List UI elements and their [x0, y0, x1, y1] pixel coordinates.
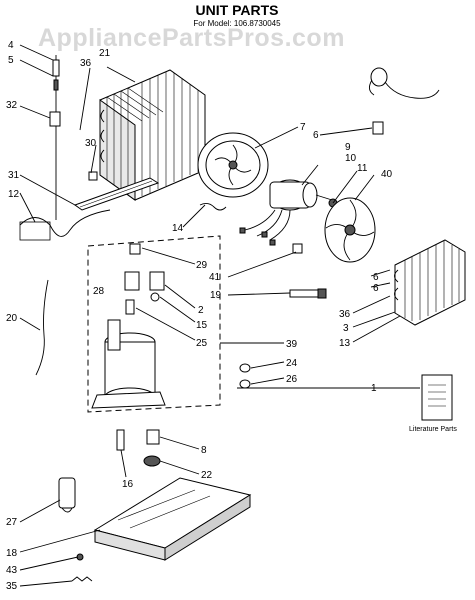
fan-motor-part[interactable]: [239, 179, 333, 246]
callout-20: 20: [6, 313, 18, 324]
evaporator-coil-part[interactable]: [99, 69, 206, 201]
literature-parts-label: Literature Parts: [409, 426, 457, 433]
mount-washer-part[interactable]: [239, 363, 251, 373]
callout-18: 18: [6, 548, 18, 559]
leader-lines: [19, 44, 420, 587]
callout-24: 24: [286, 358, 298, 369]
suction-line-outline: [19, 221, 51, 241]
motor-mount-part[interactable]: [292, 243, 303, 254]
overload-part[interactable]: [129, 243, 141, 255]
callout-41: 41: [209, 272, 221, 283]
clip-part[interactable]: [71, 576, 93, 582]
callout-22: 22: [201, 470, 213, 481]
callout-32: 32: [6, 100, 18, 111]
capacitor-strap-part[interactable]: [289, 288, 327, 299]
relay-part[interactable]: [124, 271, 140, 291]
callout-14: 14: [172, 223, 184, 234]
callout-35: 35: [6, 581, 18, 592]
watermark: AppliancePartsPros.com: [38, 24, 345, 52]
capillary-tube-part[interactable]: [49, 55, 61, 220]
power-cord-part[interactable]: [35, 279, 49, 376]
callout-2: 2: [198, 305, 204, 316]
callout-43: 43: [6, 565, 18, 576]
coil-clip-part[interactable]: [88, 171, 98, 181]
spacer-part[interactable]: [116, 429, 125, 451]
condenser-coil-part[interactable]: [394, 239, 466, 326]
blower-wheel-part[interactable]: [197, 132, 269, 198]
callout-29: 29: [196, 260, 208, 271]
grommet-part[interactable]: [150, 292, 160, 302]
mount-sleeve-part[interactable]: [146, 429, 160, 445]
condenser-fan-blade-part[interactable]: [324, 197, 376, 263]
callout-1: 1: [371, 383, 377, 394]
drain-strip-part[interactable]: [73, 177, 160, 211]
page-title: UNIT PARTS: [196, 2, 279, 18]
wire-clip-part[interactable]: [199, 202, 227, 211]
suction-line-part[interactable]: [19, 209, 111, 237]
callout-10: 10: [345, 153, 357, 164]
callout-31: 31: [8, 170, 20, 181]
callout-25: 25: [196, 338, 208, 349]
callout-26: 26: [286, 374, 298, 385]
callout-21: 21: [99, 48, 111, 59]
callout-3: 3: [343, 323, 349, 334]
callout-36-right: 36: [339, 309, 351, 320]
callout-6-top: 6: [313, 130, 319, 141]
mount-nut-part[interactable]: [239, 379, 251, 389]
terminal-cover-part[interactable]: [149, 271, 165, 291]
bracket-part[interactable]: [372, 121, 384, 135]
callout-12: 12: [8, 189, 20, 200]
callout-6-right: 6: [373, 272, 379, 283]
callout-16: 16: [122, 479, 134, 490]
mount-grommet-part[interactable]: [143, 455, 161, 467]
callout-7: 7: [300, 122, 306, 133]
copper-tube-part[interactable]: [369, 67, 440, 99]
callout-28: 28: [93, 286, 105, 297]
callout-4: 4: [8, 40, 14, 51]
model-subtitle: For Model: 106.8730045: [193, 19, 281, 28]
cover-bracket-part[interactable]: [125, 299, 135, 315]
compressor-assembly-boundary: [87, 235, 221, 413]
callout-13: 13: [339, 338, 351, 349]
callout-5: 5: [8, 55, 14, 66]
callout-36-top: 36: [80, 58, 92, 69]
drain-pan-part[interactable]: [58, 477, 76, 513]
compressor-part[interactable]: [91, 319, 166, 409]
callout-labels: 4 5 21 36 32 30 31 12 7 6 9 10 11 40 14 …: [6, 40, 393, 592]
callout-9: 9: [345, 142, 351, 153]
callout-40: 40: [381, 169, 393, 180]
callout-15: 15: [196, 320, 208, 331]
callout-11: 11: [357, 163, 368, 174]
callout-30: 30: [85, 138, 97, 149]
literature-booklet-part[interactable]: [421, 374, 453, 421]
callout-8: 8: [201, 445, 207, 456]
callout-39: 39: [286, 339, 298, 350]
callout-19: 19: [210, 290, 222, 301]
base-pan-part[interactable]: [93, 477, 252, 561]
callout-27: 27: [6, 517, 18, 528]
callout-6b-right: 6: [373, 283, 379, 294]
